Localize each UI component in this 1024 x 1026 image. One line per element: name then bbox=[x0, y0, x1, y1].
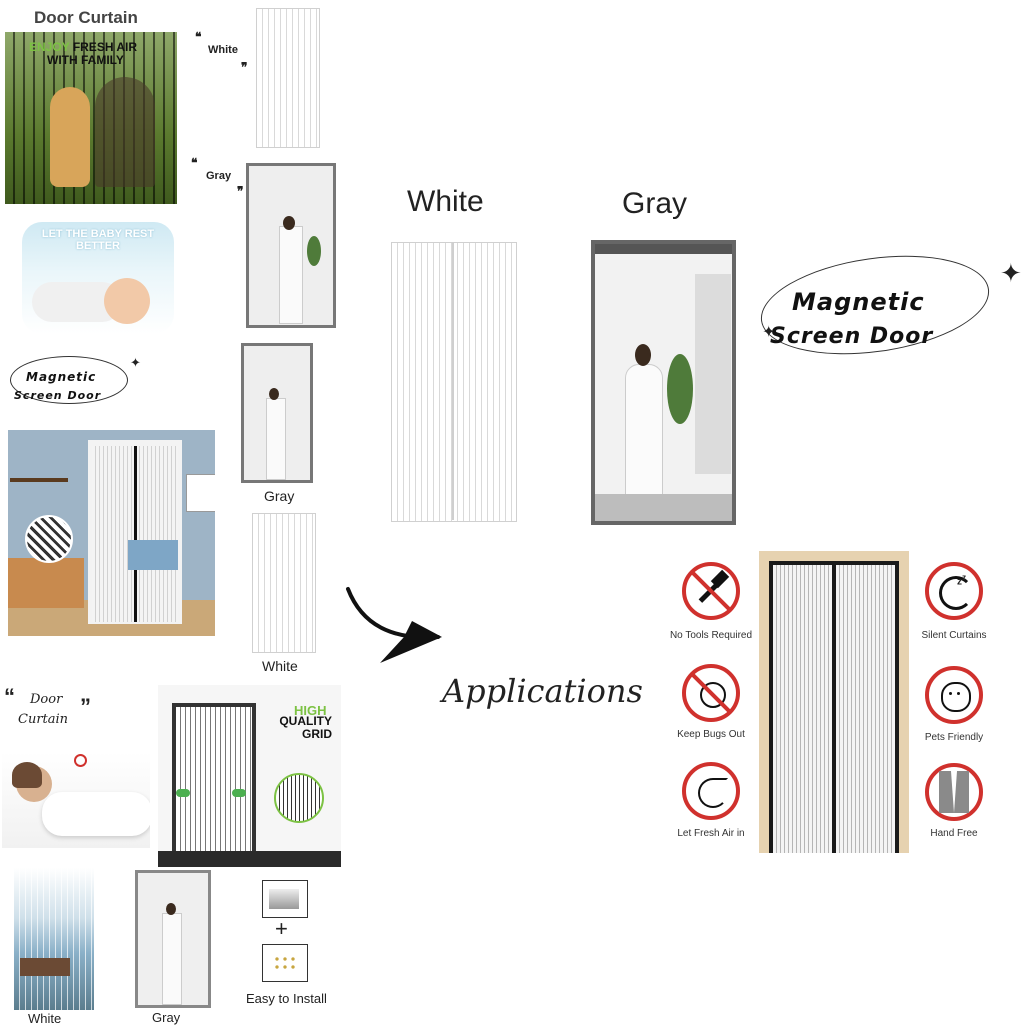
center-white-title: White bbox=[407, 185, 484, 218]
living-room-photo bbox=[8, 430, 215, 636]
gray-woman-photo-2 bbox=[241, 343, 313, 483]
pins-package-box bbox=[262, 944, 308, 982]
gray-woman-photo-small bbox=[135, 870, 211, 1008]
curtain-icon bbox=[925, 763, 983, 821]
gray-close-quote-icon: ❞ bbox=[237, 184, 244, 198]
white-open-quote-icon: ❝ bbox=[195, 30, 202, 44]
white-close-quote-icon: ❞ bbox=[241, 60, 248, 74]
large-sparkle-icon: ✦ bbox=[1000, 258, 1022, 288]
white-quote-label: White bbox=[208, 44, 238, 56]
gray-open-quote-icon: ❝ bbox=[191, 156, 198, 170]
dresser bbox=[8, 558, 84, 608]
baby-head bbox=[104, 278, 150, 324]
quote-door-line2: Curtain bbox=[18, 712, 69, 727]
sparkle-icon: ✦ bbox=[130, 355, 141, 370]
hand-free-label: Hand Free bbox=[930, 828, 978, 839]
baby-banner-text: LET THE BABY REST BETTER bbox=[41, 228, 155, 252]
center-gray-woman-photo bbox=[591, 240, 736, 525]
no-mosquito-icon bbox=[74, 754, 87, 767]
white-curtain-swatch-bottom bbox=[252, 513, 316, 653]
moon-zz-icon: zz bbox=[925, 562, 983, 620]
quote-door-line1: Door bbox=[30, 692, 63, 707]
dog-icon bbox=[925, 666, 983, 724]
silent-curtains-label: Silent Curtains bbox=[921, 630, 987, 641]
swatch-gray-caption: Gray bbox=[264, 488, 295, 504]
center-white-curtain bbox=[391, 242, 517, 522]
zoom-detail-circle bbox=[25, 515, 73, 563]
easy-install-label: Easy to Install bbox=[246, 991, 327, 1006]
hero-family-photo: ENJOY FRESH AIR WITH FAMILY bbox=[5, 32, 177, 204]
center-gray-title: Gray bbox=[622, 187, 688, 220]
grid-detail-circle bbox=[274, 773, 324, 823]
swatch-white-caption: White bbox=[262, 658, 298, 674]
hero-with-family-text: WITH FAMILY bbox=[47, 53, 124, 67]
gray-quote-label: Gray bbox=[206, 170, 232, 182]
hero-enjoy-text: ENJOY bbox=[29, 40, 70, 54]
hammer-crossed-icon bbox=[682, 562, 740, 620]
close-quote-icon: ” bbox=[80, 694, 91, 719]
magnetic-badge-small bbox=[10, 356, 128, 404]
hero-fresh-air-text: FRESH AIR bbox=[72, 40, 138, 54]
pets-friendly-label: Pets Friendly bbox=[924, 732, 984, 743]
wind-icon bbox=[682, 762, 740, 820]
sleeping-woman-photo bbox=[2, 752, 150, 848]
door-curtain-heading: Door Curtain bbox=[34, 8, 138, 27]
white-sea-view-photo bbox=[14, 868, 94, 1010]
fresh-air-label: Let Fresh Air in bbox=[677, 828, 745, 839]
small-sparkle-icon: ✦ bbox=[762, 324, 776, 341]
keep-bugs-out-label: Keep Bugs Out bbox=[677, 729, 745, 740]
gray-woman-photo-1 bbox=[246, 163, 336, 328]
magnetic-badge-large-line2: Screen Door bbox=[770, 324, 934, 349]
baby-banner: LET THE BABY REST BETTER bbox=[22, 222, 174, 334]
bottom-gray-caption: Gray bbox=[152, 1010, 181, 1025]
quality-grid-label: QUALITY GRID bbox=[279, 714, 332, 741]
bug-crossed-icon bbox=[682, 664, 740, 722]
open-quote-icon: “ bbox=[4, 684, 15, 709]
high-quality-grid-panel: HIGH QUALITY GRID bbox=[158, 685, 341, 867]
bottom-white-caption: White bbox=[28, 1011, 62, 1026]
high-label: HIGH bbox=[294, 703, 327, 718]
applications-title: Applications bbox=[442, 672, 643, 710]
white-curtain-swatch-top bbox=[256, 8, 320, 148]
screen-door-illustration bbox=[759, 551, 909, 853]
curved-arrow-icon bbox=[346, 587, 442, 663]
magnetic-badge-large-line1: Magnetic bbox=[792, 288, 925, 316]
no-tools-label: No Tools Required bbox=[669, 630, 753, 641]
dog-figure bbox=[50, 87, 90, 187]
woman-figure bbox=[625, 364, 663, 516]
magnetic-badge-small-line2: Screen Door bbox=[14, 389, 102, 402]
plus-sign: + bbox=[275, 916, 288, 941]
curtain-package-box bbox=[262, 880, 308, 918]
magnetic-badge-small-line1: Magnetic bbox=[26, 370, 97, 384]
